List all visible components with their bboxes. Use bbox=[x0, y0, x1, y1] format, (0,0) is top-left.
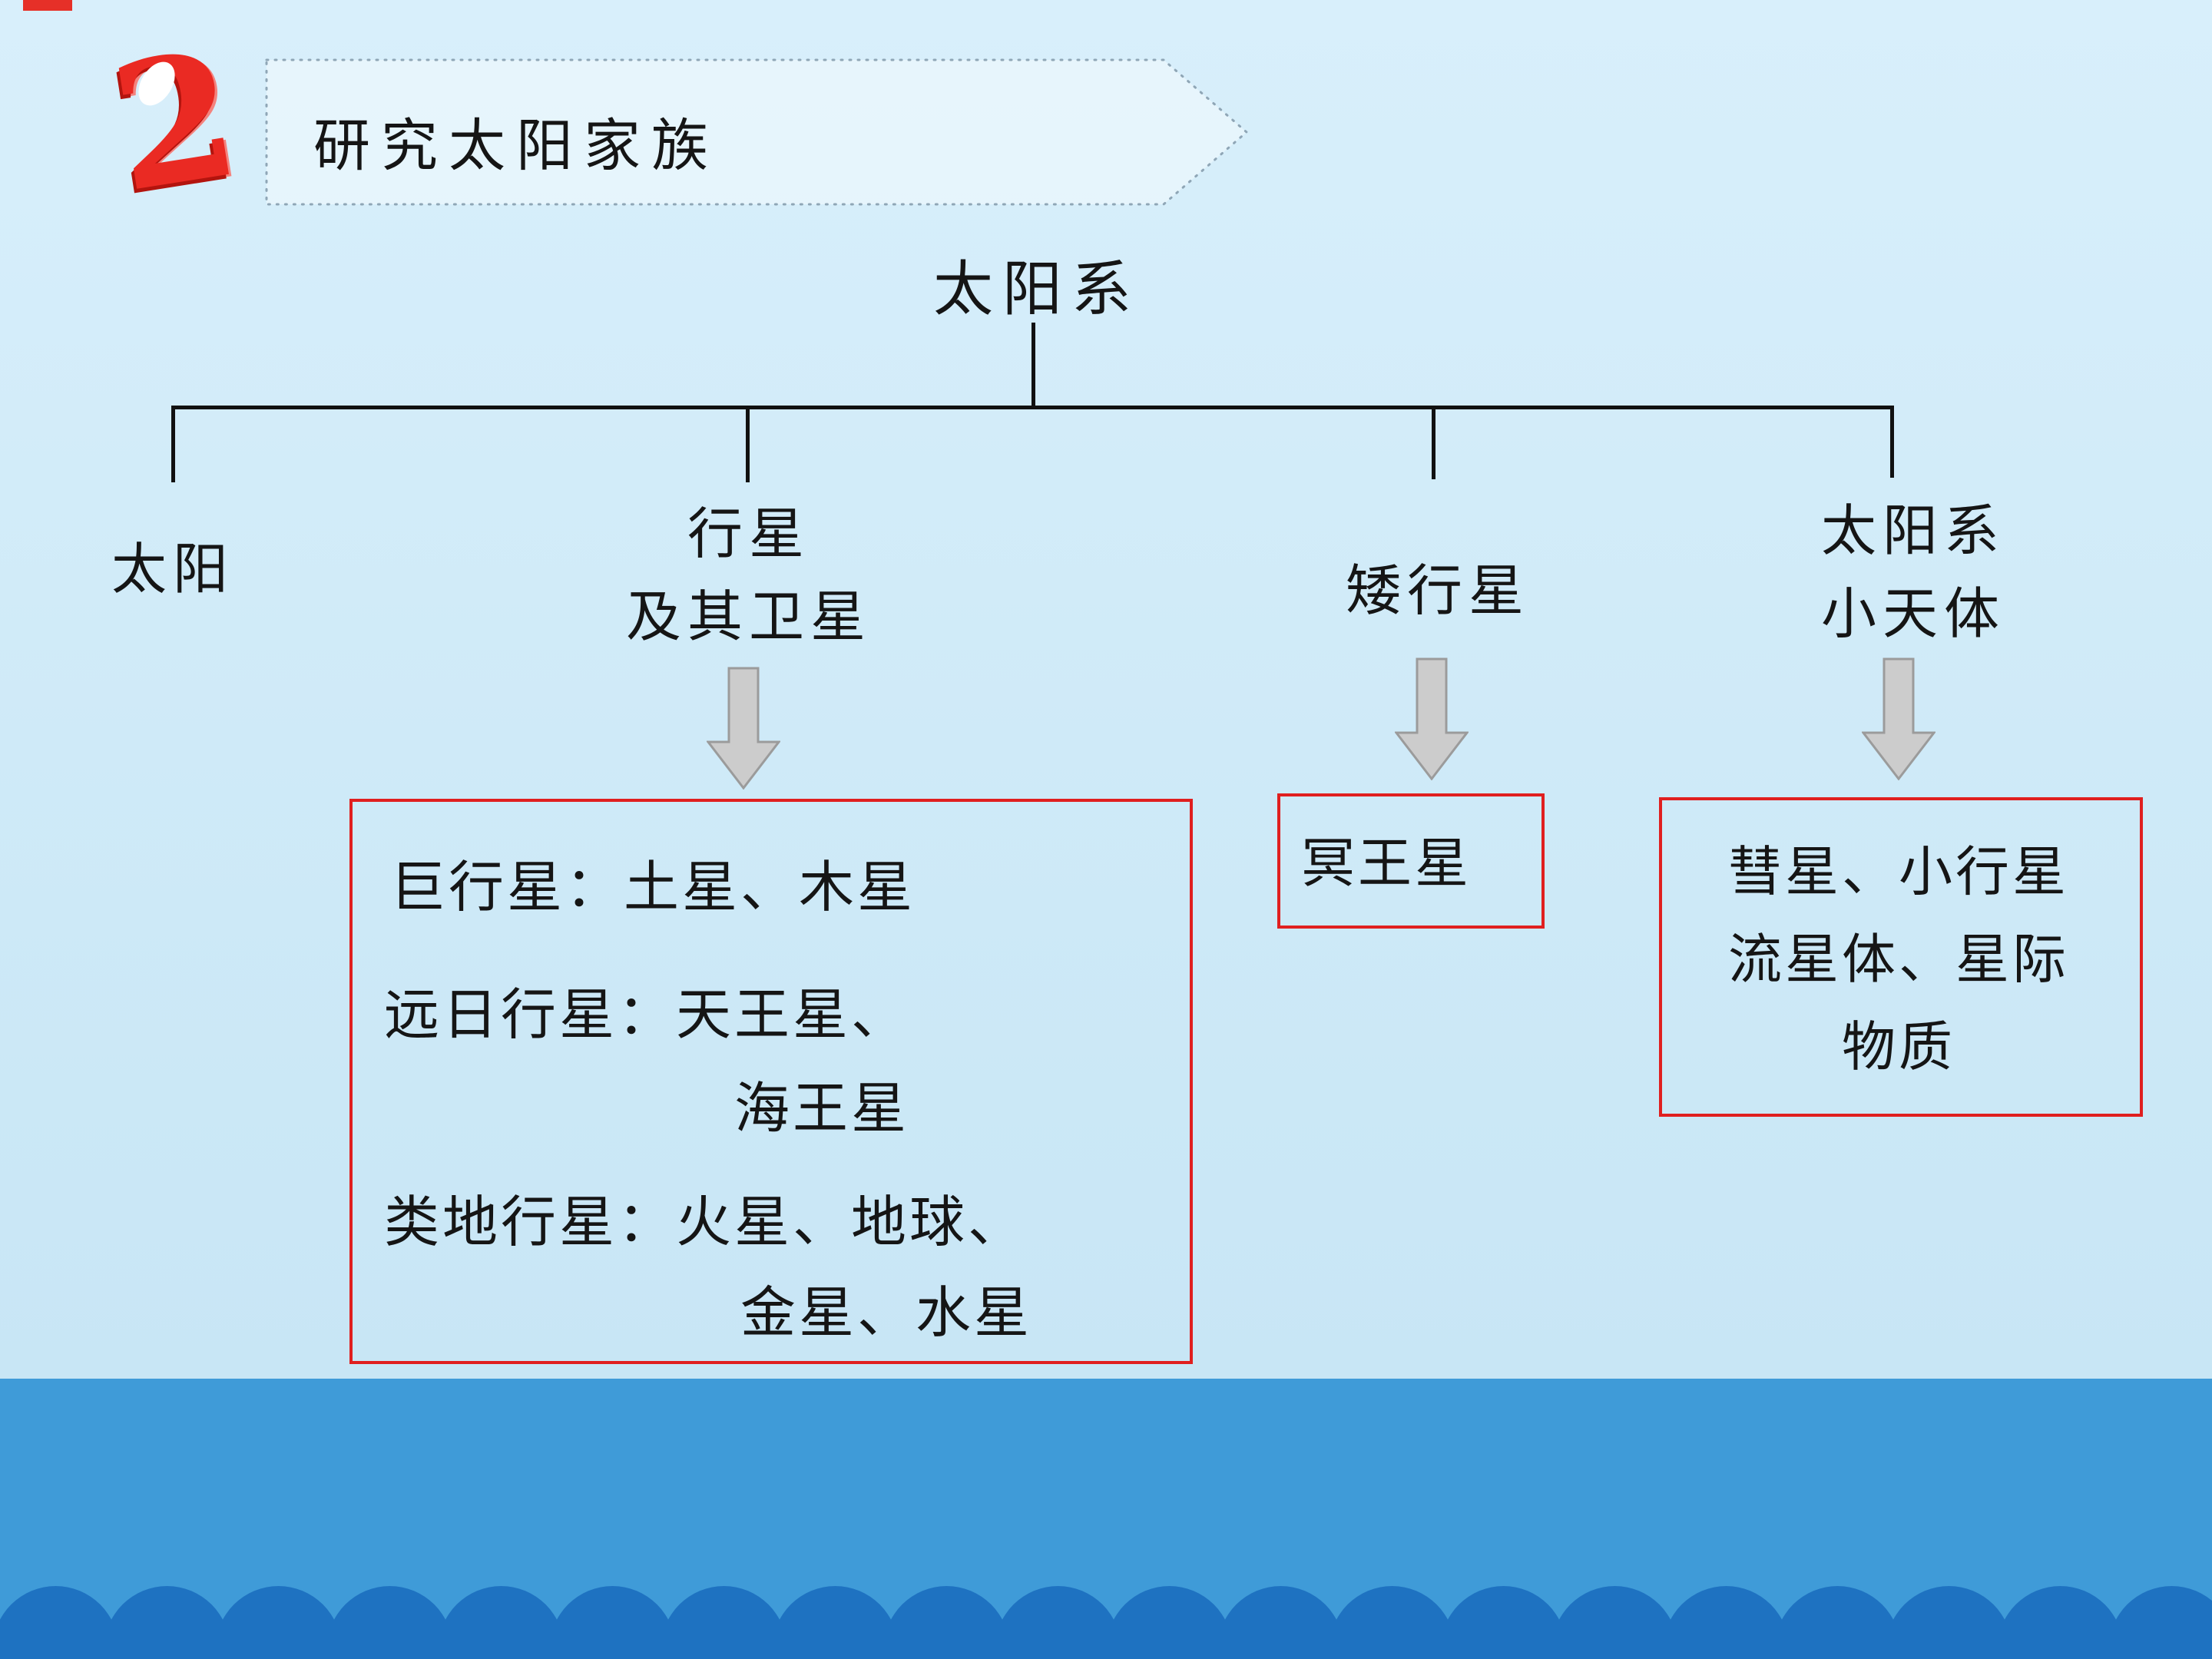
top-left-red-accent bbox=[23, 0, 72, 11]
banner-shape bbox=[265, 58, 1249, 206]
tree-connector-dwarf bbox=[1432, 406, 1435, 479]
small-bodies-text: 彗星、小行星 流星体、星际 物质 bbox=[1668, 830, 2129, 1092]
branch-label-sun: 太阳 bbox=[84, 528, 261, 611]
planets-line-terrestrial: 类地行星：火星、地球、 bbox=[384, 1192, 1027, 1253]
banner-title: 研究太阳家族 bbox=[313, 115, 719, 178]
branch-dwarf-line1: 矮行星 bbox=[1345, 561, 1530, 622]
small-bodies-line3: 物质 bbox=[1842, 1018, 1955, 1078]
tree-root-label: 太阳系 bbox=[932, 256, 1141, 323]
planets-line-terrestrial-cont: 金星、水星 bbox=[740, 1283, 1033, 1344]
detail-box-planets bbox=[349, 799, 1193, 1364]
tree-connector-planets bbox=[746, 406, 750, 482]
branch-planets-line2: 及其卫星 bbox=[625, 587, 872, 648]
slide-number-graphic: 2 bbox=[100, 12, 253, 231]
branch-label-planets: 行星 及其卫星 bbox=[534, 493, 964, 659]
small-bodies-line1: 彗星、小行星 bbox=[1728, 843, 2069, 902]
down-arrow-icon bbox=[707, 667, 780, 790]
branch-planets-line1: 行星 bbox=[687, 504, 810, 565]
detail-box-small-bodies bbox=[1659, 797, 2143, 1117]
small-bodies-line2: 流星体、星际 bbox=[1728, 931, 2069, 990]
branch-small-line1: 太阳系 bbox=[1820, 501, 2005, 562]
down-arrow-icon bbox=[1395, 657, 1469, 780]
branch-label-small-bodies: 太阳系 小天体 bbox=[1696, 490, 2131, 656]
tree-connector-root bbox=[1031, 323, 1035, 409]
branch-sun-line1: 太阳 bbox=[111, 539, 234, 601]
detail-box-dwarf bbox=[1277, 793, 1545, 929]
tree-connector-sun bbox=[171, 406, 175, 482]
down-arrow-icon bbox=[1862, 657, 1936, 780]
slide-number-text: 2 bbox=[100, 12, 251, 232]
dwarf-pluto-label: 冥王星 bbox=[1301, 835, 1472, 894]
tree-connector-small-bodies bbox=[1890, 406, 1894, 478]
planets-line-outer-cont: 海王星 bbox=[734, 1078, 910, 1140]
planets-line-giant: 巨行星：土星、木星 bbox=[390, 857, 916, 919]
branch-label-dwarf: 矮行星 bbox=[1284, 550, 1591, 633]
wave-band-decoration bbox=[0, 1379, 2212, 1659]
planets-line-outer: 远日行星：天王星、 bbox=[384, 985, 910, 1046]
tree-connector-horizontal bbox=[171, 406, 1894, 409]
branch-small-line2: 小天体 bbox=[1820, 584, 2005, 645]
